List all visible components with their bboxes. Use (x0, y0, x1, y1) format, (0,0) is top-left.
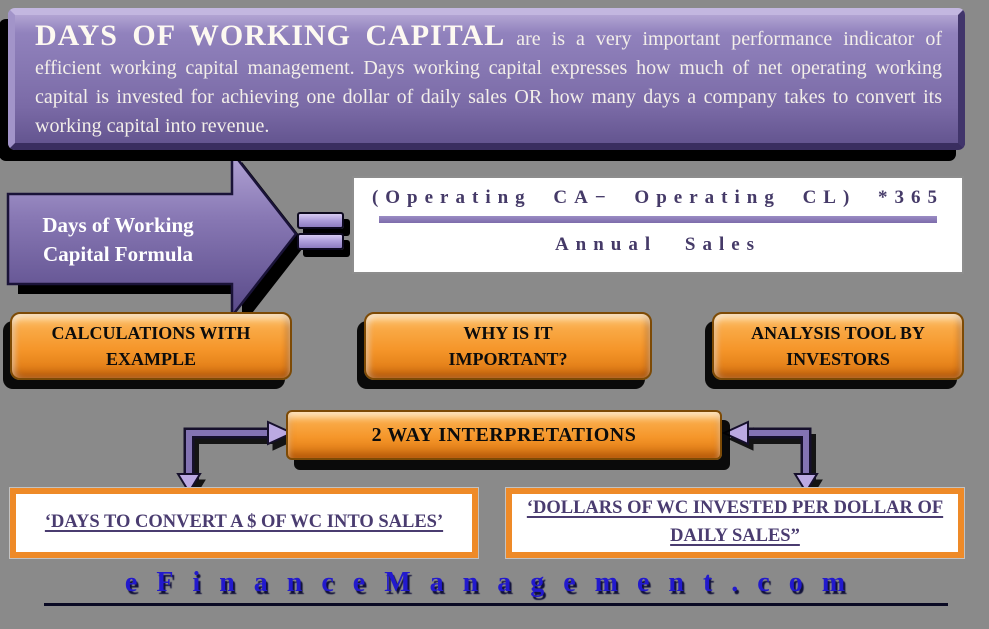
down-arrowhead-icon (176, 473, 202, 494)
formula-fraction-box: (Operating CA− Operating CL) *365 Annual… (352, 176, 964, 274)
right-arrowhead-icon (267, 420, 295, 446)
interpretation-days-text: ‘DAYS TO CONVERT A $ OF WC INTO SALES’ (44, 512, 444, 533)
equals-sign-top-bar (297, 212, 344, 229)
topic-button-analysis-tool[interactable]: ANALYSIS TOOL BY INVESTORS (712, 312, 964, 380)
intro-title: DAYS OF WORKING CAPITAL (35, 19, 506, 52)
interpretation-dollars-text: ‘DOLLARS OF WC INVESTED PER DOLLAR OF DA… (526, 498, 944, 546)
intro-paragraph: DAYS OF WORKING CAPITAL are is a very im… (35, 21, 942, 141)
topic-button-importance-label: WHY IS IT IMPORTANT? (448, 322, 568, 369)
formula-numerator: (Operating CA− Operating CL) *365 (371, 187, 945, 208)
interpretations-title: 2 WAY INTERPRETATIONS (371, 423, 637, 446)
formula-arrow-label: Days of Working Capital Formula (42, 212, 194, 266)
topic-button-calculations-label: CALCULATIONS WITH EXAMPLE (51, 322, 251, 369)
equals-sign-bottom-bar (297, 233, 344, 250)
left-arrowhead-icon (721, 420, 749, 446)
topic-button-analysis-tool-label: ANALYSIS TOOL BY INVESTORS (751, 322, 925, 369)
website-link[interactable]: eFinanceManagement.com (124, 567, 865, 598)
down-arrowhead-icon (793, 473, 819, 494)
website-underline (44, 603, 948, 606)
fraction-divider-line (379, 216, 937, 223)
interpretation-box-dollars: ‘DOLLARS OF WC INVESTED PER DOLLAR OF DA… (506, 488, 964, 558)
interpretation-box-days: ‘DAYS TO CONVERT A $ OF WC INTO SALES’ (10, 488, 478, 558)
interpretations-header-bar: 2 WAY INTERPRETATIONS (286, 410, 722, 460)
right-elbow-connector-arrow (721, 420, 823, 499)
arrow-body (6, 148, 298, 320)
intro-body-text: are is a very important performance indi… (35, 28, 943, 137)
left-elbow-connector-arrow (176, 420, 299, 499)
intro-banner: DAYS OF WORKING CAPITAL are is a very im… (8, 8, 965, 150)
formula-denominator: Annual Sales (554, 234, 762, 255)
formula-arrow-shape (6, 148, 306, 326)
topic-button-calculations[interactable]: CALCULATIONS WITH EXAMPLE (10, 312, 292, 380)
topic-button-importance[interactable]: WHY IS IT IMPORTANT? (364, 312, 652, 380)
